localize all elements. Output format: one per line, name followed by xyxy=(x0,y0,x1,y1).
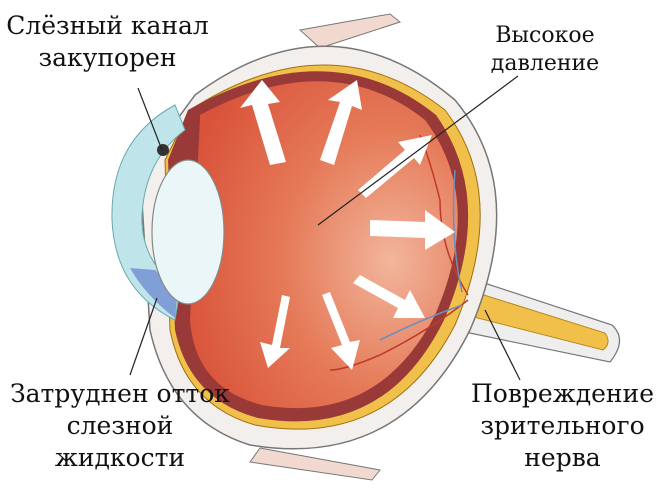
leader-line xyxy=(129,297,158,376)
arrow xyxy=(358,135,432,198)
label-blocked-canal: Слёзный канал закупорен xyxy=(0,10,215,74)
arrow xyxy=(370,210,455,250)
label-line: закупорен xyxy=(38,43,177,72)
eye-muscle-bottom xyxy=(249,447,381,481)
eye-muscle-top xyxy=(298,13,402,49)
label-line: Повреждение xyxy=(470,379,655,408)
arrow xyxy=(320,80,362,165)
label-impeded-outflow: Затруднен отток слезной жидкости xyxy=(0,378,240,474)
leader-line xyxy=(317,75,519,226)
label-line: давление xyxy=(490,51,600,77)
blocked-canal-mark xyxy=(157,144,169,156)
arrow xyxy=(260,295,290,368)
pressure-arrows xyxy=(240,80,455,370)
retinal-vessels xyxy=(329,134,469,371)
lens xyxy=(151,159,225,305)
label-line: нерва xyxy=(524,443,601,472)
label-line: Затруднен отток xyxy=(10,379,230,408)
leader-lines xyxy=(129,75,521,381)
label-line: жидкости xyxy=(54,443,186,472)
arrow xyxy=(353,275,425,318)
arrow xyxy=(322,292,360,370)
cornea xyxy=(111,104,186,321)
label-line: Слёзный канал xyxy=(6,11,209,40)
label-high-pressure: Высокое давление xyxy=(475,22,615,78)
arrow xyxy=(240,80,286,165)
label-line: зрительного xyxy=(480,411,645,440)
label-nerve-damage: Повреждение зрительного нерва xyxy=(455,378,670,474)
label-line: слезной xyxy=(66,411,174,440)
label-line: Высокое xyxy=(495,23,595,48)
leader-line xyxy=(137,87,163,151)
leader-line xyxy=(484,309,521,381)
